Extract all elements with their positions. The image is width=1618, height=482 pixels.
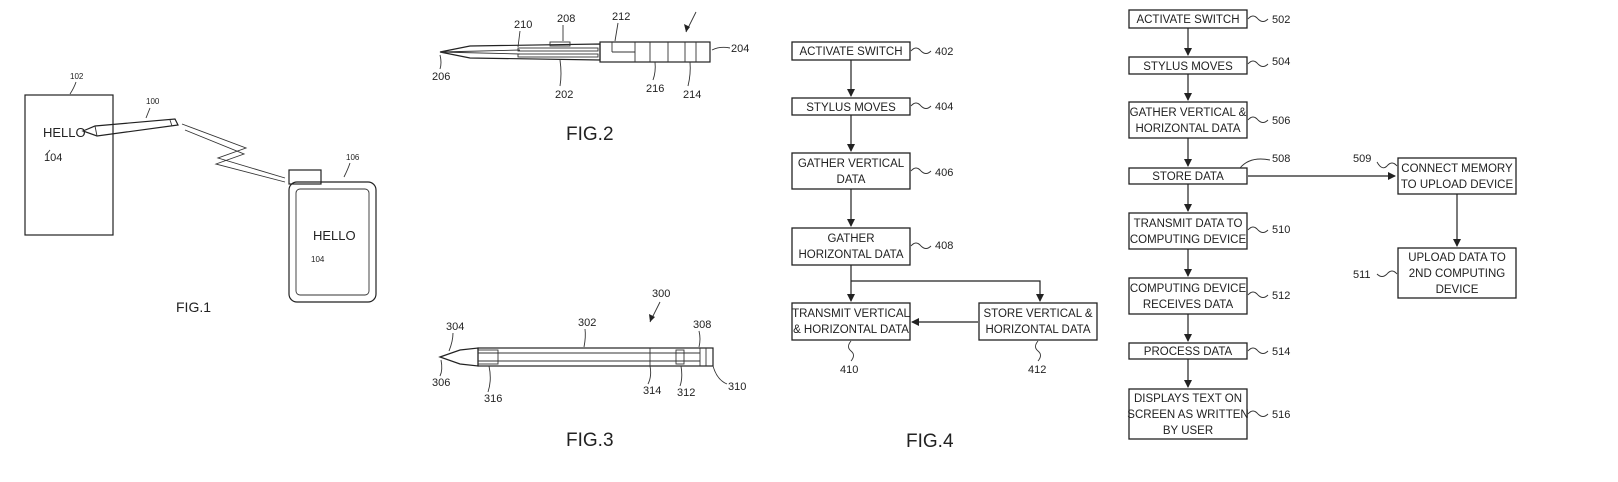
svg-text:HORIZONTAL DATA: HORIZONTAL DATA bbox=[799, 249, 904, 261]
svg-text:STORE DATA: STORE DATA bbox=[1152, 171, 1224, 183]
ref-310: 310 bbox=[728, 381, 746, 393]
box-504: STYLUS MOVES 504 bbox=[1128, 56, 1290, 75]
svg-text:DISPLAYS TEXT ON: DISPLAYS TEXT ON bbox=[1134, 393, 1242, 405]
box-506: GATHER VERTICAL & HORIZONTAL DATA 506 bbox=[1128, 101, 1290, 139]
svg-text:DATA: DATA bbox=[837, 174, 866, 186]
ref-208: 208 bbox=[557, 13, 575, 25]
svg-text:TRANSMIT VERTICAL: TRANSMIT VERTICAL bbox=[792, 308, 910, 320]
box-514: PROCESS DATA 514 bbox=[1128, 342, 1290, 360]
svg-text:SCREEN AS WRITTEN: SCREEN AS WRITTEN bbox=[1127, 409, 1248, 421]
box-509: CONNECT MEMORY TO UPLOAD DEVICE 509 bbox=[1353, 153, 1517, 195]
box-512: COMPUTING DEVICE RECEIVES DATA 512 bbox=[1128, 277, 1290, 315]
box-516: DISPLAYS TEXT ON SCREEN AS WRITTEN BY US… bbox=[1127, 388, 1290, 440]
svg-text:ACTIVATE SWITCH: ACTIVATE SWITCH bbox=[799, 46, 902, 58]
handheld-device bbox=[288, 169, 377, 303]
figure-1: HELLO 104 102 100 HELLO 104 106 FIG.1 bbox=[24, 72, 377, 315]
ref-104-paper: 104 bbox=[44, 152, 62, 164]
svg-text:STYLUS MOVES: STYLUS MOVES bbox=[806, 102, 896, 114]
ref-106: 106 bbox=[346, 153, 360, 162]
box-410: TRANSMIT VERTICAL & HORIZONTAL DATA 410 bbox=[791, 302, 911, 376]
box-406: GATHER VERTICAL DATA 406 bbox=[791, 152, 953, 190]
ref-408: 408 bbox=[935, 240, 953, 252]
box-404: STYLUS MOVES 404 bbox=[791, 97, 953, 116]
ref-516: 516 bbox=[1272, 409, 1290, 421]
svg-text:PROCESS DATA: PROCESS DATA bbox=[1144, 346, 1233, 358]
ref-404: 404 bbox=[935, 101, 953, 113]
ref-314: 314 bbox=[643, 385, 661, 397]
svg-text:BY USER: BY USER bbox=[1163, 425, 1213, 437]
svg-text:ACTIVATE SWITCH: ACTIVATE SWITCH bbox=[1136, 14, 1239, 26]
box-508: STORE DATA 508 bbox=[1128, 153, 1290, 185]
fig4-caption: FIG.4 bbox=[906, 431, 954, 452]
svg-text:2ND COMPUTING: 2ND COMPUTING bbox=[1409, 268, 1506, 280]
svg-text:STYLUS MOVES: STYLUS MOVES bbox=[1143, 61, 1233, 73]
box-510: TRANSMIT DATA TO COMPUTING DEVICE 510 bbox=[1128, 212, 1290, 250]
fig2-caption: FIG.2 bbox=[566, 124, 614, 145]
svg-text:GATHER VERTICAL &: GATHER VERTICAL & bbox=[1130, 107, 1247, 119]
box-408: GATHER HORIZONTAL DATA 408 bbox=[791, 227, 953, 266]
svg-text:TO UPLOAD DEVICE: TO UPLOAD DEVICE bbox=[1401, 179, 1514, 191]
ref-212: 212 bbox=[612, 11, 630, 23]
screen-hello-text: HELLO bbox=[313, 228, 356, 243]
ref-402: 402 bbox=[935, 46, 953, 58]
ref-302: 302 bbox=[578, 317, 596, 329]
paper-hello-text: HELLO bbox=[43, 125, 86, 140]
ref-202: 202 bbox=[555, 89, 573, 101]
figure-3: 300 302 304 308 306 316 314 312 310 FIG.… bbox=[432, 288, 746, 451]
ref-502: 502 bbox=[1272, 14, 1290, 26]
svg-text:TRANSMIT DATA TO: TRANSMIT DATA TO bbox=[1134, 218, 1243, 230]
ref-308: 308 bbox=[693, 319, 711, 331]
ref-104-screen: 104 bbox=[311, 255, 325, 264]
fig1-caption: FIG.1 bbox=[176, 299, 211, 315]
ref-102: 102 bbox=[70, 72, 84, 81]
figure-4-flowchart: ACTIVATE SWITCH 402 STYLUS MOVES 404 GAT… bbox=[791, 41, 1098, 452]
svg-text:RECEIVES DATA: RECEIVES DATA bbox=[1143, 299, 1234, 311]
box-502: ACTIVATE SWITCH 502 bbox=[1128, 9, 1290, 29]
svg-text:HORIZONTAL DATA: HORIZONTAL DATA bbox=[986, 324, 1091, 336]
ref-216: 216 bbox=[646, 83, 664, 95]
ref-214: 214 bbox=[683, 89, 701, 101]
ref-204: 204 bbox=[731, 43, 749, 55]
ref-514: 514 bbox=[1272, 346, 1290, 358]
svg-text:CONNECT MEMORY: CONNECT MEMORY bbox=[1401, 163, 1513, 175]
ref-509: 509 bbox=[1353, 153, 1371, 165]
svg-text:GATHER VERTICAL: GATHER VERTICAL bbox=[798, 158, 905, 170]
box-511: UPLOAD DATA TO 2ND COMPUTING DEVICE 511 bbox=[1353, 247, 1517, 299]
ref-504: 504 bbox=[1272, 56, 1290, 68]
ref-511: 511 bbox=[1353, 269, 1371, 281]
svg-text:DEVICE: DEVICE bbox=[1436, 284, 1479, 296]
fig3-caption: FIG.3 bbox=[566, 430, 614, 451]
wireless-signal bbox=[181, 123, 286, 179]
ref-406: 406 bbox=[935, 167, 953, 179]
ref-306: 306 bbox=[432, 377, 450, 389]
ref-300: 300 bbox=[652, 288, 670, 300]
figure-2: 210 208 212 204 206 202 216 214 FIG.2 bbox=[432, 11, 749, 145]
ref-412: 412 bbox=[1028, 364, 1046, 376]
svg-text:COMPUTING DEVICE: COMPUTING DEVICE bbox=[1130, 283, 1247, 295]
svg-text:& HORIZONTAL DATA: & HORIZONTAL DATA bbox=[793, 324, 909, 336]
ref-210: 210 bbox=[514, 19, 532, 31]
ref-510: 510 bbox=[1272, 224, 1290, 236]
ref-312: 312 bbox=[677, 387, 695, 399]
paper-sheet bbox=[24, 94, 114, 236]
svg-text:GATHER: GATHER bbox=[827, 233, 874, 245]
ref-100: 100 bbox=[146, 97, 160, 106]
box-412: STORE VERTICAL & HORIZONTAL DATA 412 bbox=[978, 302, 1098, 376]
ref-206: 206 bbox=[432, 71, 450, 83]
svg-text:STORE VERTICAL &: STORE VERTICAL & bbox=[983, 308, 1092, 320]
svg-text:HORIZONTAL DATA: HORIZONTAL DATA bbox=[1136, 123, 1241, 135]
stylus bbox=[81, 118, 179, 137]
ref-304: 304 bbox=[446, 321, 464, 333]
svg-text:COMPUTING DEVICE: COMPUTING DEVICE bbox=[1130, 234, 1247, 246]
ref-512: 512 bbox=[1272, 290, 1290, 302]
svg-text:UPLOAD DATA TO: UPLOAD DATA TO bbox=[1408, 252, 1506, 264]
box-402: ACTIVATE SWITCH 402 bbox=[791, 41, 953, 61]
ref-410: 410 bbox=[840, 364, 858, 376]
ref-508: 508 bbox=[1272, 153, 1290, 165]
figure-5-flowchart: ACTIVATE SWITCH 502 STYLUS MOVES 504 GAT… bbox=[1127, 9, 1517, 440]
ref-506: 506 bbox=[1272, 115, 1290, 127]
ref-316: 316 bbox=[484, 393, 502, 405]
